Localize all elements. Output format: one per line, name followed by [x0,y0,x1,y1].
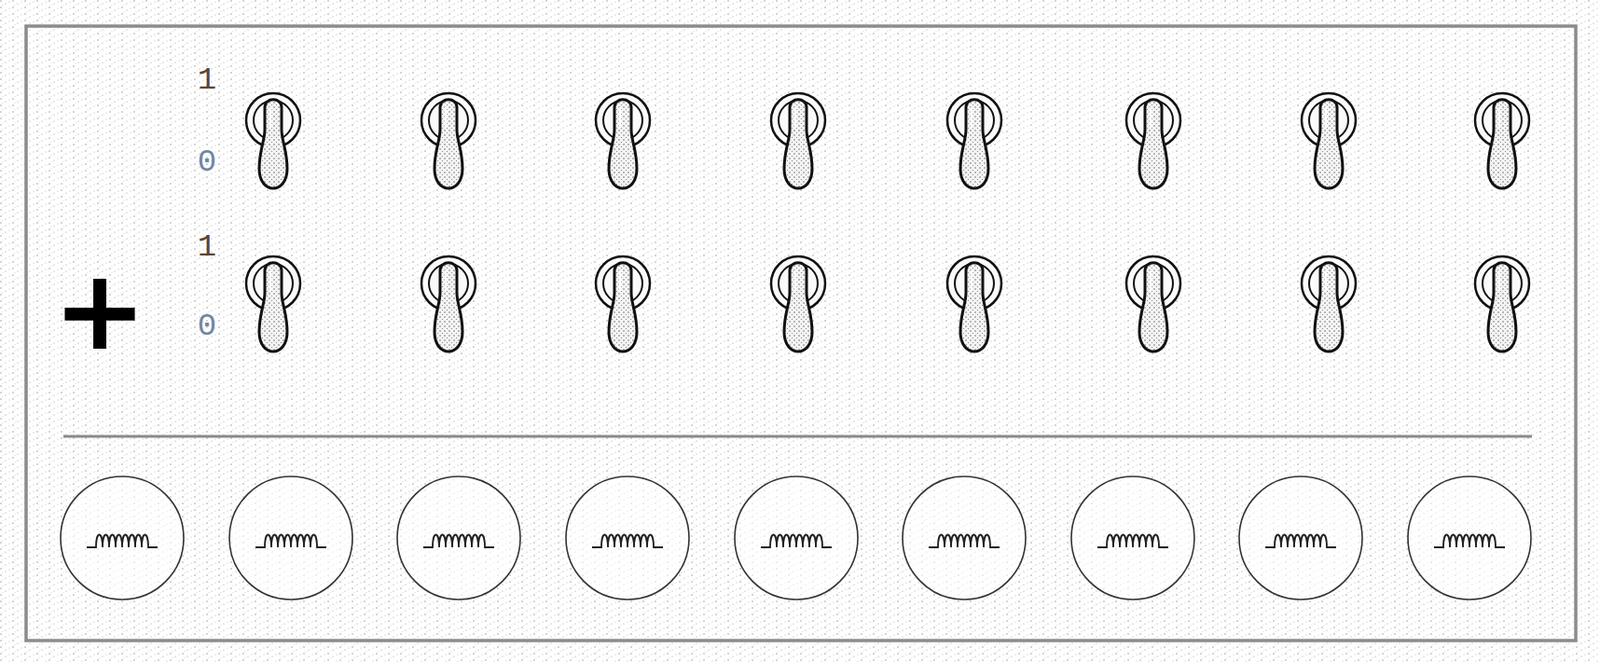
light-bulb [565,476,690,600]
light-bulb [734,476,858,600]
light-bulb [902,476,1026,600]
light-bulb [60,476,184,600]
toggle-switch [1301,256,1356,352]
toggle-switch [1126,256,1181,352]
light-bulb [1407,476,1532,600]
toggle-switch [421,93,476,189]
bit-label: 0 [197,310,217,343]
bit-label: 1 [197,64,217,97]
light-bulb [397,476,521,600]
toggle-switch [1475,256,1530,352]
toggle-switch [1475,93,1530,189]
panel-border [26,26,1576,641]
bit-label: 0 [197,146,217,179]
toggle-switch [771,93,826,189]
light-bulb [1239,476,1363,600]
bit-label: 1 [197,231,217,263]
toggle-switch [771,256,826,352]
toggle-switch [595,256,650,352]
toggle-switch [1301,93,1356,189]
toggle-switch [947,93,1002,189]
toggle-switch [246,256,301,352]
plus-sign: + [53,254,148,367]
light-bulb [229,476,353,600]
toggle-switch [595,93,650,189]
light-bulb [1071,476,1195,600]
toggle-switch [1126,93,1181,189]
toggle-switch [947,256,1002,352]
sum-line [63,435,1532,439]
toggle-switch [421,256,476,352]
toggle-switch [246,93,301,189]
